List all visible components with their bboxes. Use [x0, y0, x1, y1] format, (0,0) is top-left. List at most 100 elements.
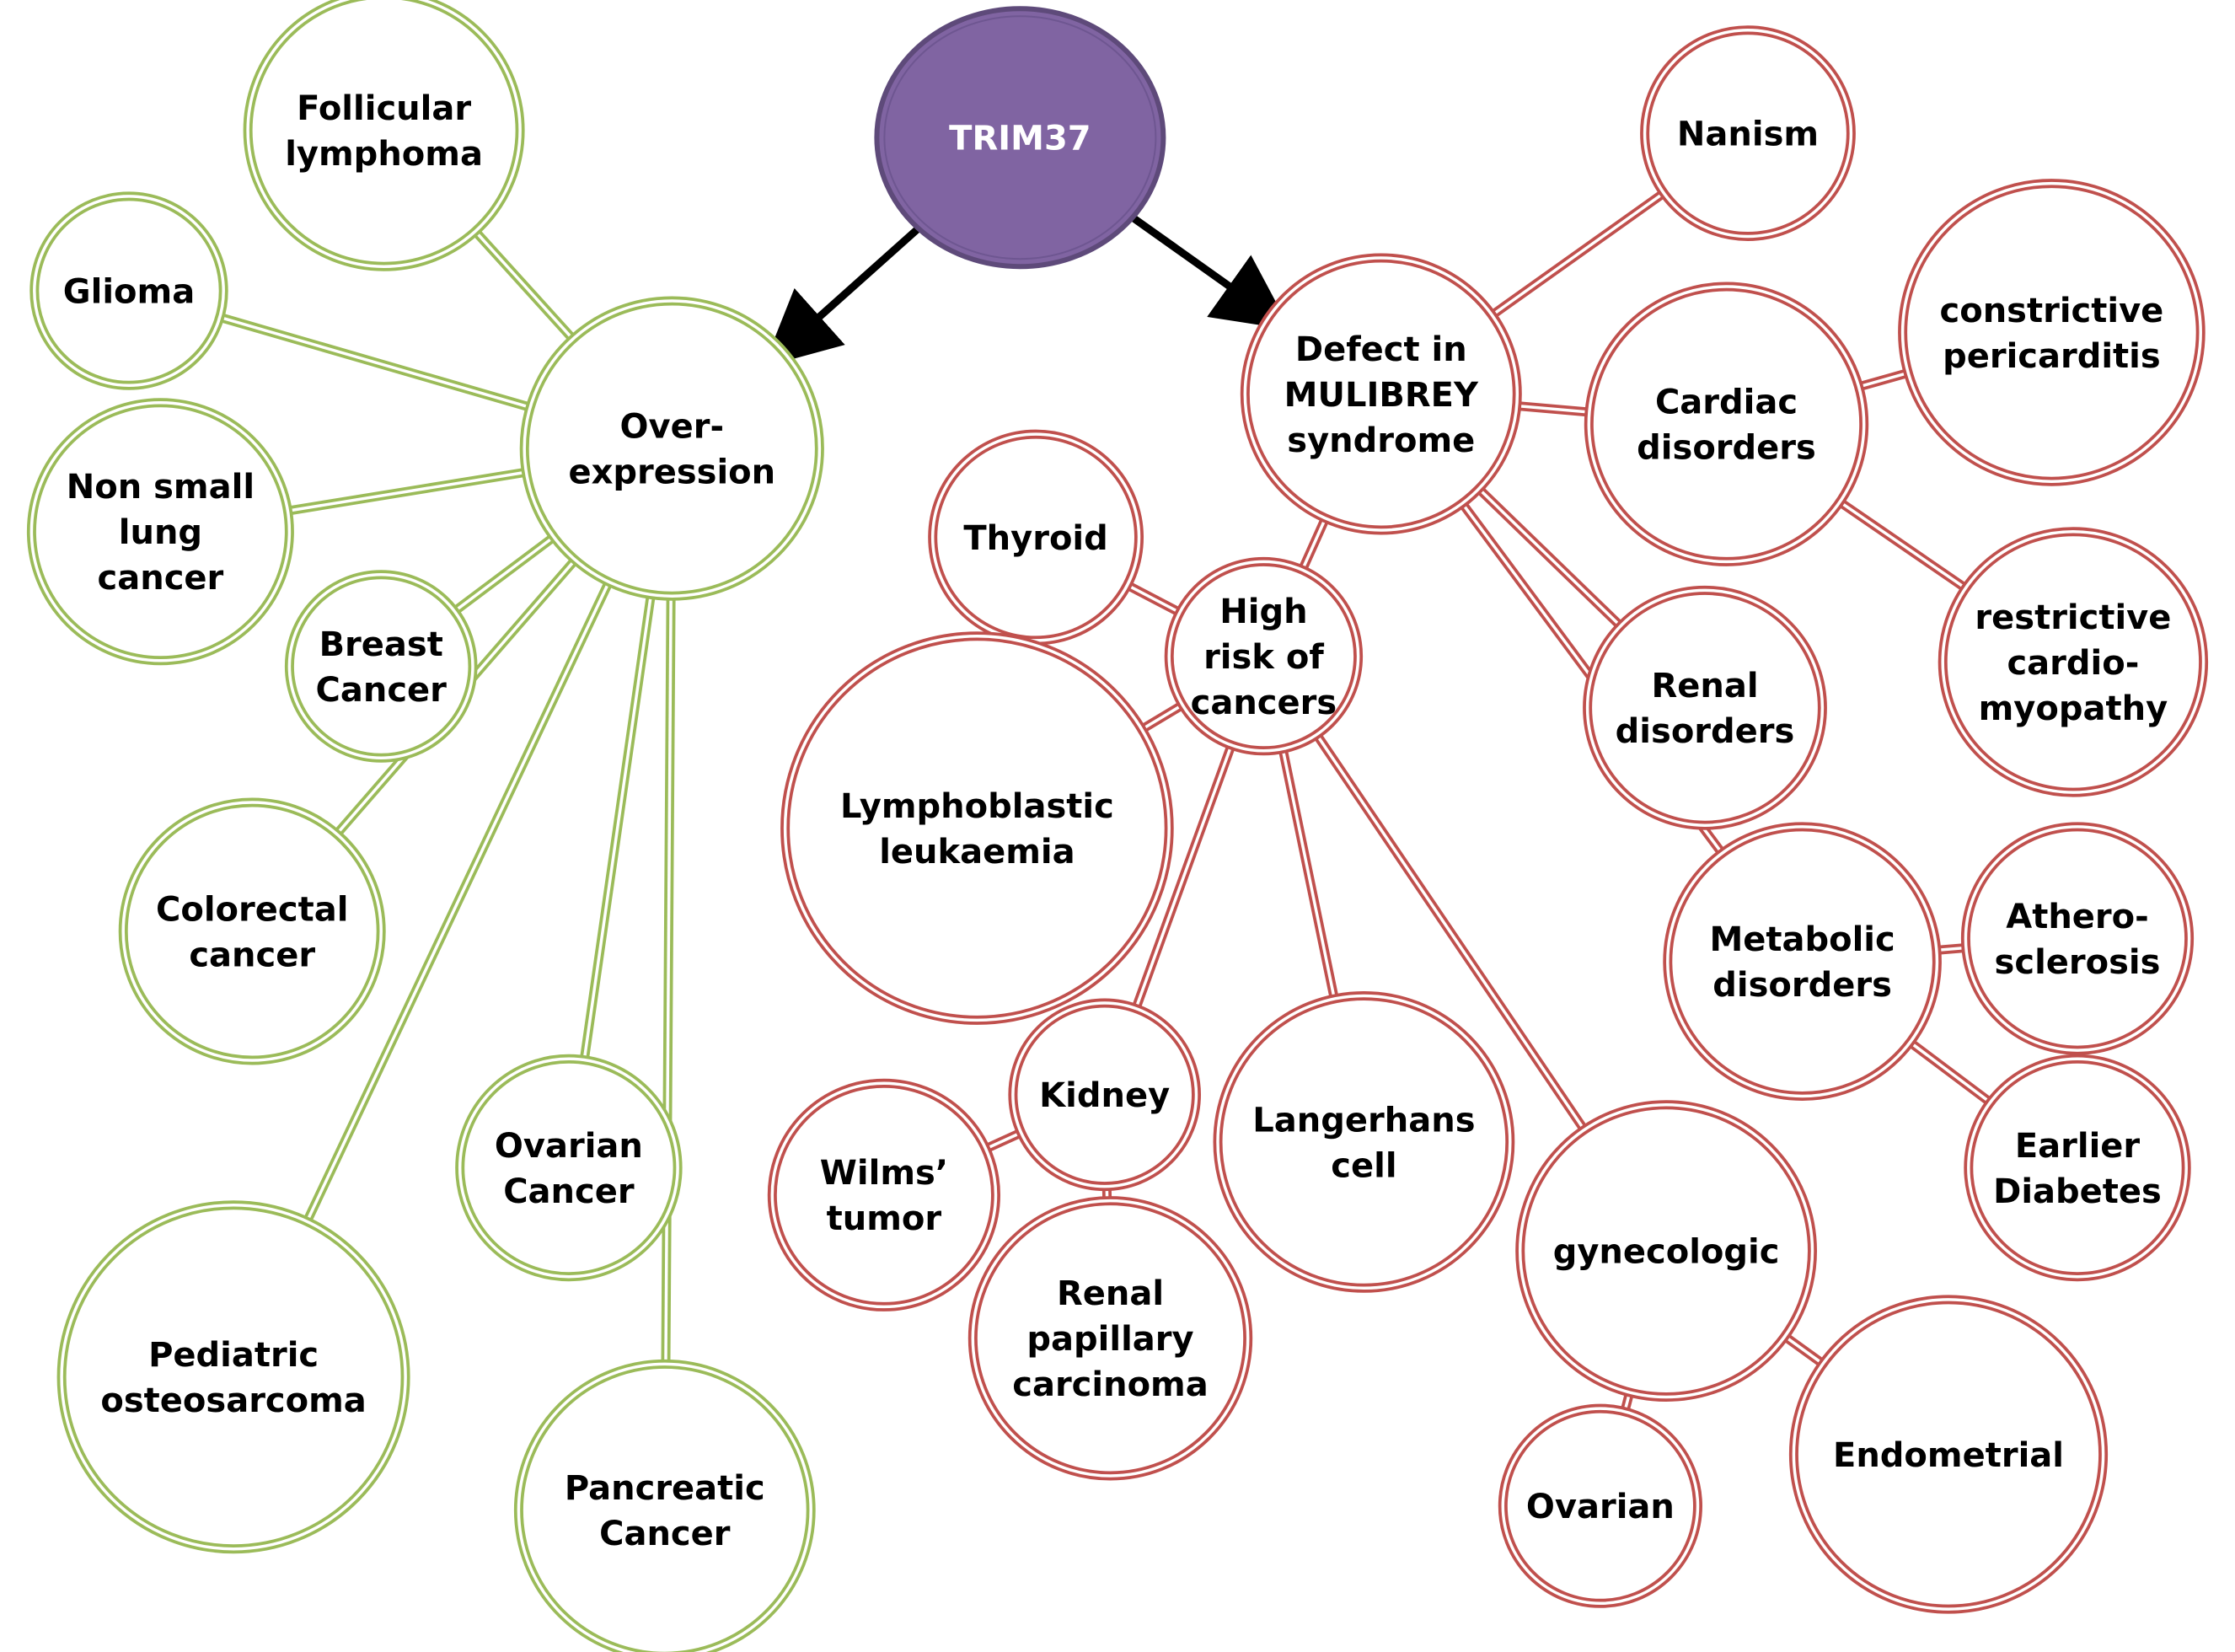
node-cardiac: Cardiac disorders — [1584, 282, 1869, 566]
node-overexpression: Over-expression — [519, 296, 824, 601]
node-ring-glioma — [33, 195, 225, 388]
node-endometrial: Endometrial — [1788, 1295, 2109, 1614]
node-label-ovarian-0: Ovarian — [1526, 1488, 1675, 1526]
node-ring-breast — [287, 572, 474, 760]
node-ring-nsclc — [29, 400, 292, 662]
node-ring-cardiac — [1587, 285, 1866, 564]
node-label-ovarian_cancer-1: Cancer — [503, 1172, 635, 1211]
node-athero: Athero-sclerosis — [1960, 822, 2195, 1055]
node-pediatric: Pediatric osteosarcoma — [56, 1200, 410, 1554]
node-label-renal_papillary-2: carcinoma — [1012, 1365, 1208, 1404]
node-wilms: Wilms’ tumor — [767, 1078, 1001, 1311]
node-ring-langerhans — [1216, 994, 1512, 1290]
node-label-overexpression-0: Over- — [620, 408, 725, 447]
node-follicular: Follicular lymphoma — [243, 0, 525, 271]
node-ring-wilms — [770, 1081, 998, 1309]
node-label-renal_papillary-1: papillary — [1026, 1320, 1193, 1359]
node-renal-papillary: Renal papillary carcinoma — [967, 1196, 1253, 1481]
node-shape-overexpression — [519, 296, 824, 601]
node-label-langerhans-0: Langerhans — [1252, 1101, 1475, 1140]
node-ring-lymphoblastic — [783, 635, 1171, 1022]
node-label-diabetes-1: Diabetes — [1993, 1172, 2162, 1211]
node-label-cardiac-1: disorders — [1637, 429, 1816, 468]
node-label-nanism-0: Nanism — [1677, 115, 1819, 154]
node-label-langerhans-1: cell — [1331, 1146, 1396, 1185]
node-gynecologic: gynecologic — [1515, 1100, 1817, 1402]
node-label-follicular-1: lymphoma — [285, 135, 483, 174]
node-renal-disorders: Renal disorders — [1583, 585, 1827, 830]
node-label-pancreatic-0: Pancreatic — [565, 1469, 765, 1508]
edge-core-overexpression-pancreatic — [663, 448, 674, 1510]
node-ring-pancreatic — [517, 1362, 812, 1652]
node-shape-pediatric — [56, 1200, 410, 1554]
node-colorectal: Colorectal cancer — [118, 797, 386, 1065]
node-label-lymphoblastic-0: Lymphoblastic — [840, 787, 1114, 826]
node-label-wilms-1: tumor — [827, 1199, 942, 1238]
node-nanism: Nanism — [1640, 25, 1856, 242]
node-ring-renal_disorders — [1585, 588, 1825, 827]
node-label-colorectal-1: cancer — [189, 936, 315, 974]
node-ring-overexpression — [523, 299, 822, 598]
node-shape-lymphoblastic — [780, 631, 1174, 1025]
node-thyroid: Thyroid — [928, 429, 1144, 646]
node-label-renal_papillary-0: Renal — [1057, 1274, 1164, 1313]
node-ring-nanism — [1643, 28, 1853, 239]
node-label-restrictive-1: cardio- — [2007, 644, 2139, 683]
node-label-lymphoblastic-1: leukaemia — [879, 833, 1075, 872]
node-ring-metabolic — [1666, 825, 1939, 1098]
node-shape-trim37 — [874, 6, 1166, 270]
node-ring-constrictive — [1900, 181, 2202, 483]
node-ring-athero — [1964, 825, 2191, 1052]
node-label-overexpression-1: expression — [568, 453, 775, 492]
node-label-cardiac-0: Cardiac — [1655, 384, 1798, 422]
node-ring-colorectal — [121, 801, 383, 1062]
node-label-renal_disorders-1: disorders — [1616, 712, 1795, 751]
node-glioma: Glioma — [29, 191, 228, 390]
node-label-follicular-0: Follicular — [297, 89, 471, 128]
node-label-athero-1: sclerosis — [1995, 943, 2161, 982]
node-label-pediatric-0: Pediatric — [148, 1336, 319, 1375]
arrows-layer — [763, 211, 1291, 367]
node-label-pediatric-1: osteosarcoma — [100, 1381, 366, 1420]
node-label-wilms-0: Wilms’ — [820, 1154, 948, 1193]
node-ovarian: Ovarian — [1498, 1403, 1703, 1608]
arrow-trim37-to-mulibrey — [1125, 211, 1291, 330]
node-ring-trim37 — [883, 15, 1157, 260]
node-label-high_risk-1: risk of — [1203, 638, 1324, 677]
node-label-nsclc-0: Non small — [67, 468, 255, 507]
node-label-trim37-0: TRIM37 — [949, 120, 1091, 158]
node-ring-diabetes — [1967, 1057, 2188, 1279]
node-ring-ovarian — [1501, 1407, 1700, 1606]
node-label-renal_disorders-0: Renal — [1651, 667, 1758, 705]
node-ring-follicular — [246, 0, 522, 268]
node-label-high_risk-0: High — [1219, 593, 1307, 631]
node-ring-gynecologic — [1518, 1102, 1814, 1399]
node-label-kidney-0: Kidney — [1039, 1076, 1170, 1115]
node-ring-renal_papillary — [971, 1199, 1250, 1478]
node-kidney: Kidney — [1008, 998, 1201, 1192]
node-ring-pediatric — [60, 1203, 407, 1551]
node-label-colorectal-0: Colorectal — [156, 890, 348, 929]
node-langerhans: Langerhans cell — [1213, 991, 1515, 1293]
node-lymphoblastic: Lymphoblastic leukaemia — [780, 631, 1174, 1025]
node-label-nsclc-2: cancer — [98, 559, 224, 598]
node-label-glioma-0: Glioma — [63, 273, 195, 312]
node-ring-restrictive — [1941, 529, 2206, 794]
node-label-thyroid-0: Thyroid — [963, 519, 1107, 558]
node-label-mulibrey-2: syndrome — [1287, 421, 1475, 460]
node-label-restrictive-0: restrictive — [1975, 598, 2171, 637]
node-trim37: TRIM37 — [874, 6, 1166, 270]
node-label-mulibrey-0: Defect in — [1295, 330, 1467, 369]
node-ring-endometrial — [1792, 1298, 2105, 1611]
arrow-trim37-to-overexpression — [763, 223, 925, 367]
